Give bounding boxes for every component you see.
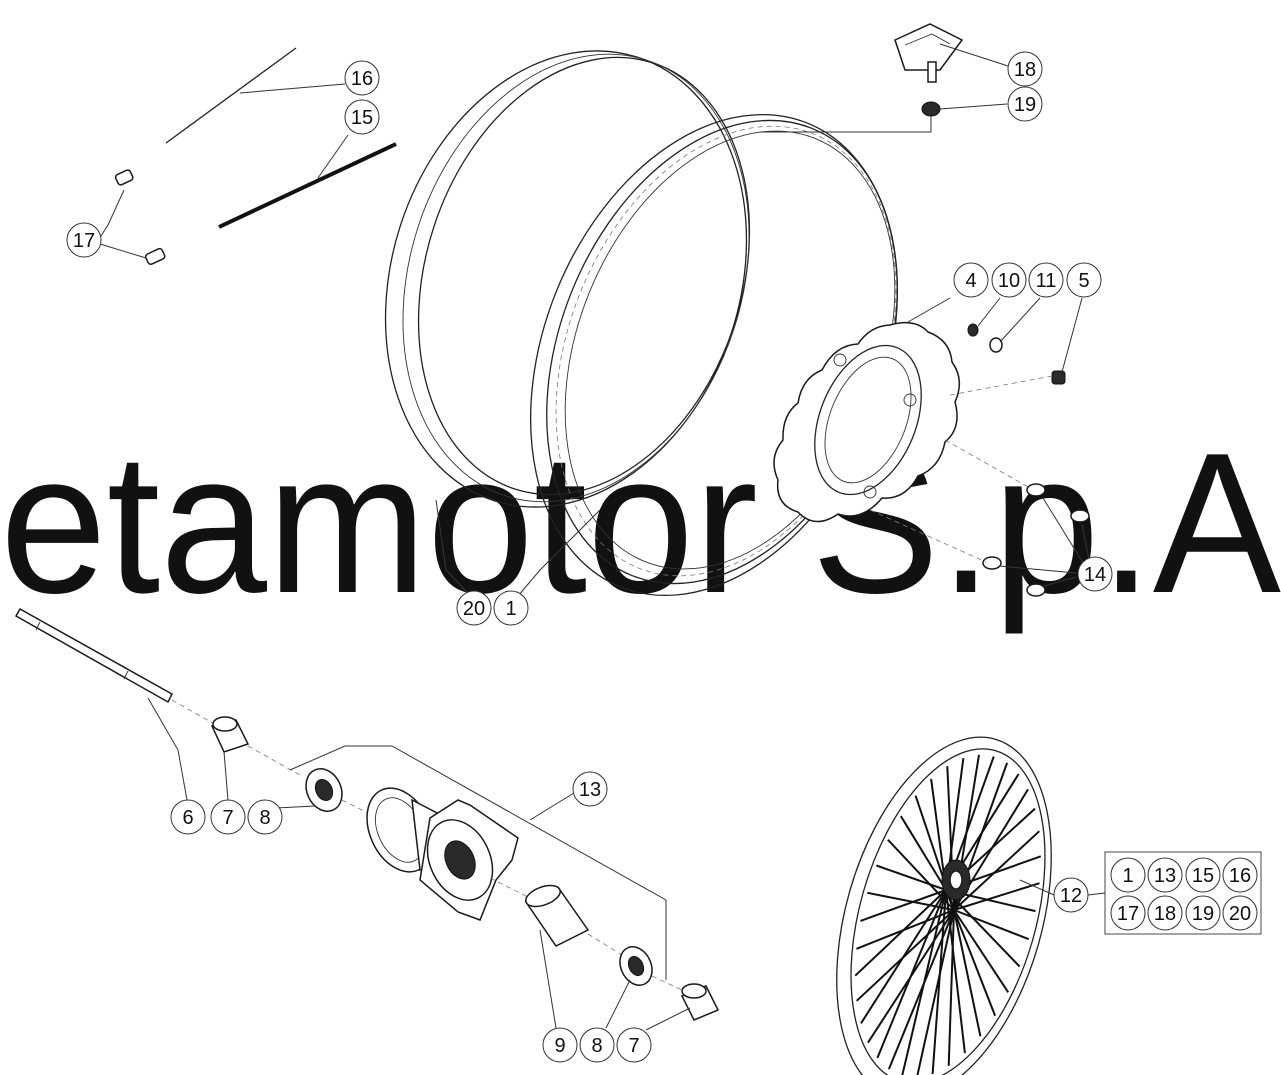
svg-text:19: 19 — [1192, 903, 1214, 925]
svg-text:20: 20 — [463, 598, 485, 620]
callout-1: 1 — [493, 590, 529, 626]
bearing-part-8 — [305, 768, 343, 812]
kit-item-19: 19 — [1185, 895, 1221, 931]
rim-band-part-20 — [384, 50, 751, 508]
svg-text:10: 10 — [998, 270, 1020, 292]
wheel-spoke — [887, 839, 955, 911]
kit-item-17: 17 — [1110, 895, 1146, 931]
svg-text:19: 19 — [1014, 94, 1036, 116]
wheel-spoke — [953, 909, 1030, 941]
sleeve-part-9 — [524, 884, 590, 947]
wheel-spoke — [867, 891, 955, 911]
axle-part-6 — [14, 607, 173, 704]
nut-part-5 — [1051, 370, 1066, 385]
kit-item-18: 18 — [1147, 895, 1183, 931]
callout-7-right: 7 — [616, 1027, 652, 1063]
kit-item-20: 20 — [1222, 895, 1258, 931]
wheel-spoke — [953, 882, 1040, 911]
callout-8: 8 — [247, 799, 283, 835]
spoke-part-16 — [165, 47, 297, 144]
svg-text:20: 20 — [1229, 903, 1251, 925]
callout-8-right: 8 — [579, 1027, 615, 1063]
spacer-part-7-right — [680, 983, 720, 1021]
wheel-spoke — [887, 909, 955, 1070]
wheel-spoke — [854, 889, 947, 977]
svg-text:14: 14 — [1084, 564, 1106, 586]
callout-11: 11 — [1028, 262, 1064, 298]
bearing-part-8-right — [619, 946, 653, 986]
callout-6: 6 — [170, 799, 206, 835]
hub-part-13 — [366, 787, 519, 921]
callout-16: 16 — [344, 60, 380, 96]
svg-text:18: 18 — [1014, 59, 1036, 81]
svg-text:8: 8 — [591, 1035, 602, 1057]
svg-text:13: 13 — [579, 779, 601, 801]
complete-wheel-part-12 — [836, 736, 1052, 1075]
svg-text:16: 16 — [1229, 865, 1251, 887]
bolt-part-14 — [982, 483, 1090, 597]
svg-text:1: 1 — [1122, 865, 1133, 887]
callout-7: 7 — [210, 799, 246, 835]
wheel-spoke — [947, 909, 955, 1066]
svg-text:6: 6 — [182, 807, 193, 829]
wheel-spoke — [856, 909, 955, 950]
leader-lines — [98, 43, 1106, 1031]
svg-text:7: 7 — [628, 1035, 639, 1057]
svg-text:16: 16 — [351, 68, 373, 90]
svg-text:9: 9 — [554, 1035, 565, 1057]
washer-part-10 — [967, 323, 979, 337]
svg-text:11: 11 — [1036, 270, 1057, 292]
callout-19: 19 — [1007, 86, 1043, 122]
callout-4: 4 — [953, 262, 989, 298]
callout-9: 9 — [542, 1027, 578, 1063]
svg-text:15: 15 — [1192, 865, 1214, 887]
kit-item-15: 15 — [1185, 857, 1221, 893]
wheel-spoke — [953, 909, 1010, 993]
washer-part-11 — [989, 337, 1003, 353]
valve-cap-part-18 — [894, 23, 964, 83]
wheel-spoke — [916, 909, 955, 1075]
kit-item-13: 13 — [1147, 857, 1183, 893]
wheel-spoke — [856, 909, 955, 1002]
callout-15: 15 — [344, 99, 380, 135]
watermark: etamotor S.p.A — [0, 412, 1281, 635]
wheel-spoke — [953, 909, 982, 1037]
callout-10: 10 — [991, 262, 1027, 298]
wheel-spoke — [867, 909, 955, 1044]
brake-disc-part-4 — [773, 321, 961, 523]
callout-17: 17 — [66, 222, 102, 258]
callout-18: 18 — [1007, 51, 1043, 87]
svg-text:17: 17 — [73, 230, 95, 252]
spacer-part-7 — [210, 716, 250, 753]
svg-text:1: 1 — [505, 598, 516, 620]
wheel-spoke — [876, 864, 947, 891]
callout-13: 13 — [572, 771, 608, 807]
callout-12: 12 — [1053, 877, 1089, 913]
kit-item-16: 16 — [1222, 857, 1258, 893]
svg-text:4: 4 — [965, 270, 976, 292]
svg-text:12: 12 — [1060, 885, 1082, 907]
kit-item-1: 1 — [1110, 857, 1146, 893]
wheel-spoke — [953, 830, 1040, 911]
svg-text:7: 7 — [222, 807, 233, 829]
svg-text:17: 17 — [1117, 903, 1139, 925]
callout-14: 14 — [1077, 556, 1113, 592]
svg-text:15: 15 — [351, 107, 373, 129]
callout-20: 20 — [456, 590, 492, 626]
svg-text:13: 13 — [1154, 865, 1176, 887]
wheel-spoke — [900, 815, 947, 891]
spoke-part-15 — [218, 142, 397, 229]
callout-5: 5 — [1066, 262, 1102, 298]
svg-text:5: 5 — [1078, 270, 1089, 292]
svg-text:18: 18 — [1154, 903, 1176, 925]
svg-text:8: 8 — [259, 807, 270, 829]
valve-nut-part-19 — [921, 101, 941, 117]
wheel-spoke — [860, 889, 947, 922]
spoke-nipple-part-17 — [114, 169, 166, 266]
